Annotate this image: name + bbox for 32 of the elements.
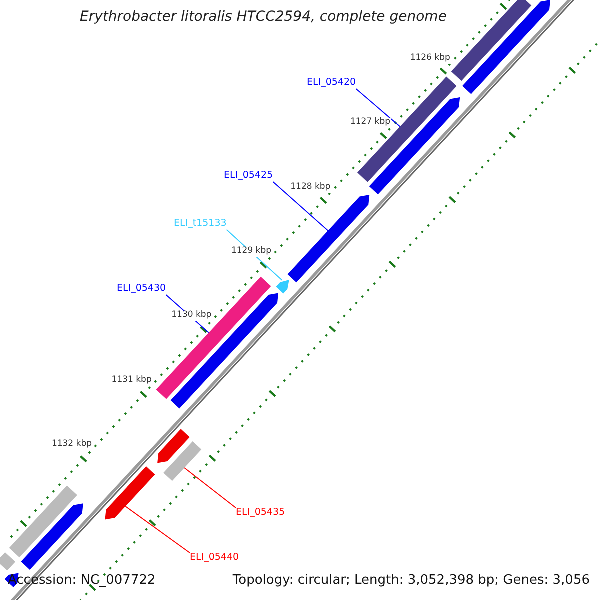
gene-block	[288, 194, 370, 283]
tick-label: 1130 kbp	[172, 311, 212, 322]
leader-line	[226, 229, 283, 281]
feature-bar	[451, 0, 532, 82]
tick-label: 1129 kbp	[231, 246, 272, 257]
title: Erythrobacter litoralis HTCC2594, complete genome	[80, 9, 447, 26]
tick-label: 1127 kbp	[350, 118, 391, 128]
feature-bar	[9, 486, 78, 558]
feature-bar	[0, 552, 16, 571]
gene-block	[170, 293, 279, 409]
gene-block	[462, 0, 551, 94]
feature-bar	[164, 441, 202, 482]
gene-label: ELI_05440	[190, 553, 240, 564]
tick-label: 1126 kbp	[410, 54, 450, 64]
leader-line	[184, 468, 236, 508]
leader-line	[356, 88, 401, 128]
leader-line	[166, 294, 210, 334]
tick-label: 1131 kbp	[112, 376, 152, 386]
leader-line	[272, 181, 329, 232]
leader-line	[125, 506, 190, 554]
gene-block	[21, 504, 84, 570]
gene-block	[276, 280, 290, 294]
tick-label: 1132 kbp	[52, 440, 92, 450]
genome-summary: Topology: circular; Length: 3,052,398 bp; Genes: 3,056	[230, 574, 592, 589]
gene-label: ELI_05420	[307, 78, 356, 89]
gene-label: ELI_t15133	[174, 219, 227, 230]
gene-block	[105, 466, 156, 520]
gene-label: ELI_05430	[117, 284, 166, 295]
gene-label: ELI_05435	[236, 508, 286, 519]
gene-block	[158, 429, 190, 464]
tick-label: 1128 kbp	[290, 183, 331, 193]
gene-label: ELI_05425	[224, 171, 274, 182]
